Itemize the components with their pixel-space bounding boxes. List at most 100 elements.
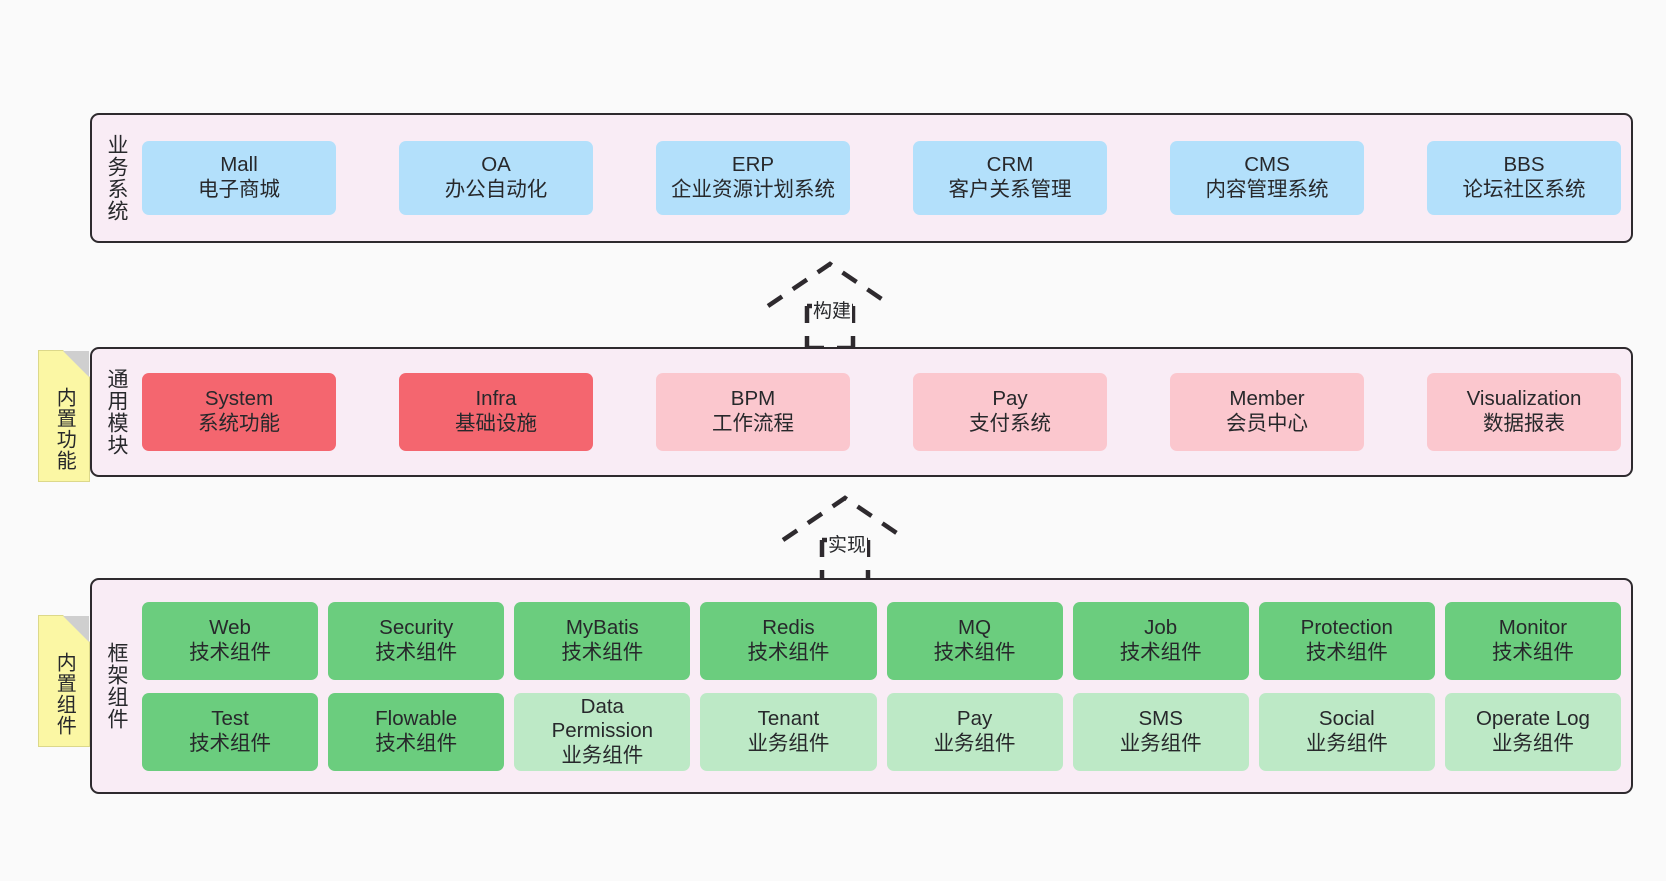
card-row: Mall 电子商城 OA 办公自动化 ERP 企业资源计划系统 CRM 客户关系… xyxy=(142,141,1625,215)
card-data-permission[interactable]: Data Permission 业务组件 xyxy=(514,692,691,771)
card-social[interactable]: Social 业务组件 xyxy=(1258,692,1435,771)
card-title: MyBatis xyxy=(565,615,639,639)
layer-body-common-modules: System 系统功能 Infra 基础设施 BPM 工作流程 Pay 支付系统 xyxy=(138,349,1631,475)
card-mq[interactable]: MQ 技术组件 xyxy=(886,601,1063,680)
card-visualization[interactable]: Visualization 数据报表 xyxy=(1427,373,1621,451)
arrow-build: 构建 xyxy=(760,258,900,350)
card-title: Monitor xyxy=(1498,615,1568,639)
card-title: Web xyxy=(209,615,251,639)
card-cms[interactable]: CMS 内容管理系统 xyxy=(1170,141,1364,215)
card-flowable[interactable]: Flowable 技术组件 xyxy=(328,692,505,771)
card-subtitle: 业务组件 xyxy=(1305,731,1388,755)
card-subtitle: 业务组件 xyxy=(1491,731,1574,755)
card-title: Operate Log xyxy=(1475,706,1590,730)
card-web[interactable]: Web 技术组件 xyxy=(142,601,319,680)
card-subtitle: 业务组件 xyxy=(561,743,644,767)
card-crm[interactable]: CRM 客户关系管理 xyxy=(913,141,1107,215)
note-text: 内置组件 xyxy=(53,652,76,736)
card-mall[interactable]: Mall 电子商城 xyxy=(142,141,336,215)
card-subtitle: 内容管理系统 xyxy=(1205,178,1329,201)
card-erp[interactable]: ERP 企业资源计划系统 xyxy=(656,141,850,215)
card-title: Security xyxy=(379,615,454,639)
card-title: Flowable xyxy=(375,706,458,730)
card-pay-component[interactable]: Pay 业务组件 xyxy=(886,692,1063,771)
card-subtitle: 系统功能 xyxy=(198,412,280,435)
card-subtitle: 技术组件 xyxy=(1305,640,1388,664)
note-text: 内置功能 xyxy=(53,387,76,471)
card-row: Test 技术组件 Flowable 技术组件 Data Permission … xyxy=(142,692,1621,771)
card-title: BPM xyxy=(730,387,776,411)
card-infra[interactable]: Infra 基础设施 xyxy=(399,373,593,451)
card-subtitle: 技术组件 xyxy=(189,640,272,664)
card-title: Test xyxy=(211,706,249,730)
card-tenant[interactable]: Tenant 业务组件 xyxy=(700,692,877,771)
card-title: Social xyxy=(1318,706,1375,730)
card-title: Job xyxy=(1144,615,1178,639)
card-subtitle: 技术组件 xyxy=(1491,640,1574,664)
layer-framework-components: 框架组件 Web 技术组件 Security 技术组件 MyBatis 技术组件 xyxy=(90,578,1633,794)
card-subtitle: 技术组件 xyxy=(561,640,644,664)
card-subtitle: 技术组件 xyxy=(189,731,272,755)
card-title: System xyxy=(204,387,274,411)
card-title: Visualization xyxy=(1466,387,1582,411)
card-test[interactable]: Test 技术组件 xyxy=(142,692,319,771)
note-fold-corner-icon xyxy=(63,351,89,377)
card-subtitle: 论坛社区系统 xyxy=(1462,178,1586,201)
card-title: SMS xyxy=(1138,706,1183,730)
arrow-build-label: 构建 xyxy=(812,296,853,323)
card-subtitle: 技术组件 xyxy=(375,640,458,664)
card-title: Infra xyxy=(475,387,517,411)
card-title: BBS xyxy=(1503,153,1545,177)
arrow-implement: 实现 xyxy=(775,492,915,584)
card-job[interactable]: Job 技术组件 xyxy=(1072,601,1249,680)
card-title: Pay xyxy=(956,706,993,730)
card-subtitle: 技术组件 xyxy=(747,640,830,664)
card-subtitle: 办公自动化 xyxy=(444,178,548,201)
card-mybatis[interactable]: MyBatis 技术组件 xyxy=(514,601,691,680)
card-subtitle: 技术组件 xyxy=(1119,640,1202,664)
card-oa[interactable]: OA 办公自动化 xyxy=(399,141,593,215)
card-subtitle: 技术组件 xyxy=(375,731,458,755)
note-fold-corner-icon xyxy=(63,616,89,642)
card-member[interactable]: Member 会员中心 xyxy=(1170,373,1364,451)
note-builtin-features: 内置功能 xyxy=(38,350,90,482)
card-title: Data Permission xyxy=(551,694,653,743)
card-pay-module[interactable]: Pay 支付系统 xyxy=(913,373,1107,451)
card-subtitle: 业务组件 xyxy=(1119,731,1202,755)
card-protection[interactable]: Protection 技术组件 xyxy=(1258,601,1435,680)
card-security[interactable]: Security 技术组件 xyxy=(328,601,505,680)
card-bpm[interactable]: BPM 工作流程 xyxy=(656,373,850,451)
card-sms[interactable]: SMS 业务组件 xyxy=(1072,692,1249,771)
layer-body-framework-components: Web 技术组件 Security 技术组件 MyBatis 技术组件 Redi… xyxy=(138,580,1631,792)
card-subtitle: 电子商城 xyxy=(198,178,280,201)
card-title: Pay xyxy=(992,387,1028,411)
card-redis[interactable]: Redis 技术组件 xyxy=(700,601,877,680)
note-builtin-components: 内置组件 xyxy=(38,615,90,747)
card-title: CMS xyxy=(1244,153,1290,177)
card-row: System 系统功能 Infra 基础设施 BPM 工作流程 Pay 支付系统 xyxy=(142,373,1625,451)
arrow-implement-label: 实现 xyxy=(827,530,868,557)
card-subtitle: 业务组件 xyxy=(933,731,1016,755)
card-subtitle: 基础设施 xyxy=(455,412,537,435)
card-title: ERP xyxy=(731,153,775,177)
card-operate-log[interactable]: Operate Log 业务组件 xyxy=(1444,692,1621,771)
card-subtitle: 业务组件 xyxy=(747,731,830,755)
card-subtitle: 数据报表 xyxy=(1483,412,1565,435)
card-title: OA xyxy=(481,153,511,177)
card-subtitle: 技术组件 xyxy=(933,640,1016,664)
layer-title-framework-components: 框架组件 xyxy=(104,642,128,730)
layer-business-systems: 业务系统 Mall 电子商城 OA 办公自动化 ERP 企业资源计划系统 xyxy=(90,113,1633,243)
card-title: Member xyxy=(1229,387,1305,411)
card-bbs[interactable]: BBS 论坛社区系统 xyxy=(1427,141,1621,215)
card-title: CRM xyxy=(986,153,1034,177)
card-system[interactable]: System 系统功能 xyxy=(142,373,336,451)
card-row: Web 技术组件 Security 技术组件 MyBatis 技术组件 Redi… xyxy=(142,601,1621,680)
card-monitor[interactable]: Monitor 技术组件 xyxy=(1444,601,1621,680)
card-title: Mall xyxy=(220,153,258,177)
card-subtitle: 企业资源计划系统 xyxy=(671,178,835,201)
card-subtitle: 工作流程 xyxy=(712,412,794,435)
card-subtitle: 客户关系管理 xyxy=(948,178,1072,201)
card-title: MQ xyxy=(958,615,992,639)
layer-title-common-modules: 通用模块 xyxy=(104,368,128,456)
layer-title-business-systems: 业务系统 xyxy=(104,134,128,222)
